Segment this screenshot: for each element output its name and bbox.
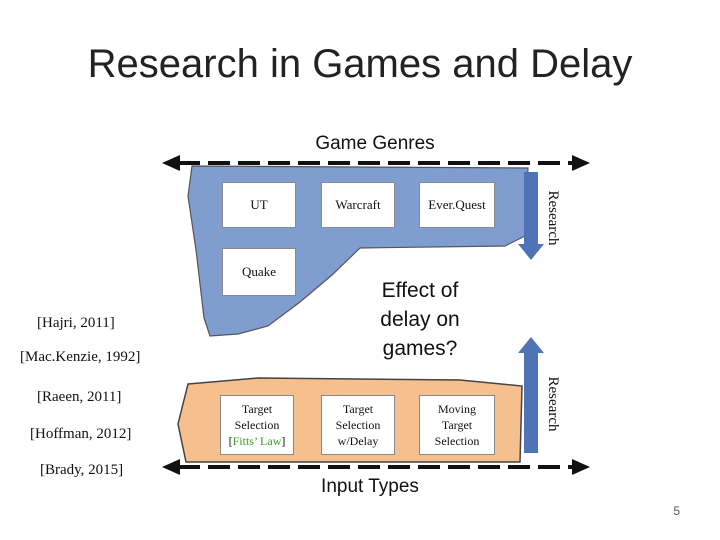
input-box-target-selection: Target Selection [Fitts’ Law] [220, 395, 294, 455]
citation-mackenzie: [Mac.Kenzie, 1992] [20, 349, 141, 365]
genre-box-quake: Quake [222, 248, 296, 296]
fitts-law-text: Fitts’ Law [232, 434, 282, 448]
box-line: Moving [437, 402, 476, 416]
genre-box-everquest: Ever.Quest [419, 182, 495, 228]
box-line: w/Delay [337, 434, 379, 448]
question-line: Effect of [381, 279, 459, 302]
research-up-arrow [518, 337, 544, 453]
genre-box-warcraft: Warcraft [321, 182, 395, 228]
research-label-bottom: Research [545, 376, 561, 432]
question-line: delay on [380, 308, 460, 331]
input-box-target-selection-delay: Target Selection w/Delay [321, 395, 395, 455]
question-line: games? [382, 337, 458, 360]
center-question: Effect of delay on games? [360, 276, 480, 363]
research-label-top: Research [545, 190, 561, 246]
input-axis-arrow [162, 459, 590, 475]
research-down-arrow [518, 172, 544, 260]
box-line: Selection [234, 418, 280, 432]
fitts-law-line: [Fitts’ Law] [229, 433, 286, 449]
genre-box-ut: UT [222, 182, 296, 228]
bracket: [ [228, 434, 233, 448]
box-line: Target [342, 402, 374, 416]
page-title: Research in Games and Delay [87, 42, 633, 86]
game-genres-label: Game Genres [315, 133, 435, 154]
box-line: Selection [434, 434, 480, 448]
bracket: ] [281, 434, 286, 448]
citation-brady: [Brady, 2015] [40, 462, 124, 478]
citation-raeen: [Raeen, 2011] [37, 389, 122, 405]
citation-hajri: [Hajri, 2011] [37, 315, 115, 331]
page-number: 5 [673, 504, 680, 518]
box-line: Target [441, 418, 473, 432]
box-line: Target [241, 402, 273, 416]
citation-hoffman: [Hoffman, 2012] [30, 426, 132, 442]
input-box-moving-target: Moving Target Selection [419, 395, 495, 455]
box-line: Selection [335, 418, 381, 432]
genre-axis-arrow [162, 155, 590, 171]
input-types-label: Input Types [321, 476, 419, 497]
